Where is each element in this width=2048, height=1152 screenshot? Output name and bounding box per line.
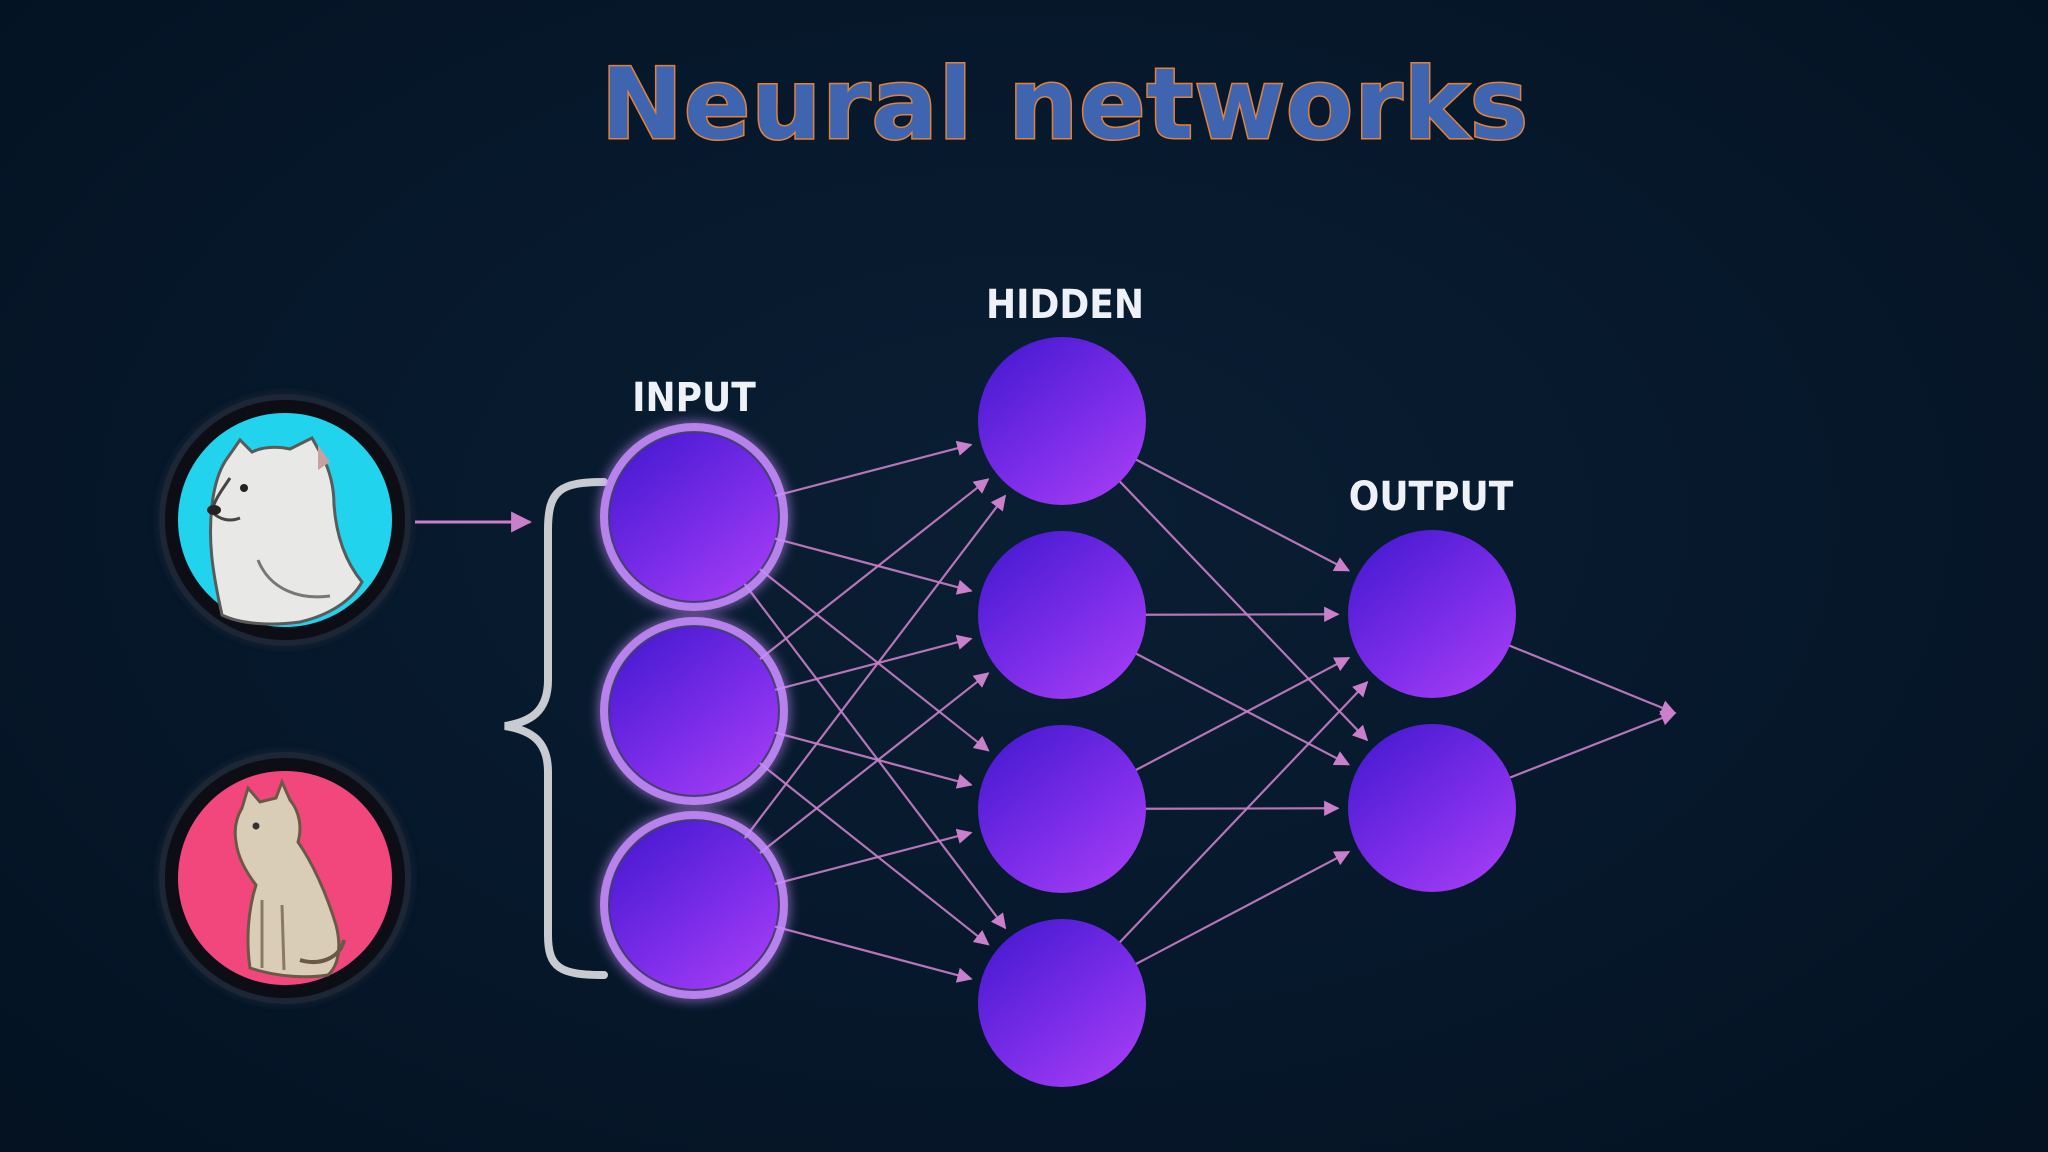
connection-input-2-to-hidden-3 bbox=[769, 730, 973, 789]
dog-icon bbox=[159, 394, 411, 646]
connection-hidden-2-to-output-2 bbox=[1130, 650, 1351, 766]
connection-input-2-to-hidden-4 bbox=[754, 758, 990, 946]
connection-input-2-to-hidden-1 bbox=[754, 478, 990, 664]
neuron-hidden-4 bbox=[978, 919, 1146, 1087]
connection-hidden-4-to-output-2 bbox=[1130, 850, 1351, 968]
connection-hidden-3-to-output-1 bbox=[1130, 656, 1351, 774]
connection-input-1-to-hidden-4 bbox=[740, 578, 1007, 930]
neuron-input-1 bbox=[600, 423, 788, 611]
connection-input-3-to-hidden-4 bbox=[769, 924, 973, 983]
layer-label-output: OUTPUT bbox=[1349, 474, 1514, 520]
cat-icon bbox=[159, 752, 411, 1004]
slide-title: Neural networks bbox=[599, 47, 1530, 164]
neuron-output-1 bbox=[1348, 530, 1516, 698]
connection-input-3-to-hidden-1 bbox=[740, 494, 1007, 844]
connection-input-1-to-hidden-3 bbox=[754, 564, 990, 752]
connection-input-1-to-hidden-1 bbox=[769, 440, 973, 499]
connection-input-1-to-hidden-2 bbox=[769, 536, 973, 595]
neuron-hidden-3 bbox=[978, 725, 1146, 893]
input-brace bbox=[504, 478, 608, 979]
neuron-input-2 bbox=[600, 617, 788, 805]
connection-hidden-2-to-output-1 bbox=[1139, 606, 1340, 622]
connection-input-3-to-hidden-2 bbox=[754, 672, 990, 858]
connection-hidden-1-to-output-2 bbox=[1115, 476, 1369, 742]
connections-group bbox=[740, 440, 1677, 983]
layer-label-input: INPUT bbox=[632, 375, 756, 421]
connection-hidden-4-to-output-1 bbox=[1114, 680, 1369, 948]
connection-input-2-to-hidden-2 bbox=[769, 634, 973, 693]
neuron-hidden-1 bbox=[978, 337, 1146, 505]
connection-input-3-to-hidden-3 bbox=[769, 828, 973, 887]
connection-hidden-1-to-output-1 bbox=[1130, 456, 1351, 572]
neuron-hidden-2 bbox=[978, 531, 1146, 699]
neuron-output-2 bbox=[1348, 724, 1516, 892]
neuron-input-3 bbox=[600, 811, 788, 999]
connection-hidden-3-to-output-2 bbox=[1139, 800, 1340, 816]
layer-label-hidden: HIDDEN bbox=[986, 282, 1144, 328]
neurons-group bbox=[600, 337, 1516, 1087]
